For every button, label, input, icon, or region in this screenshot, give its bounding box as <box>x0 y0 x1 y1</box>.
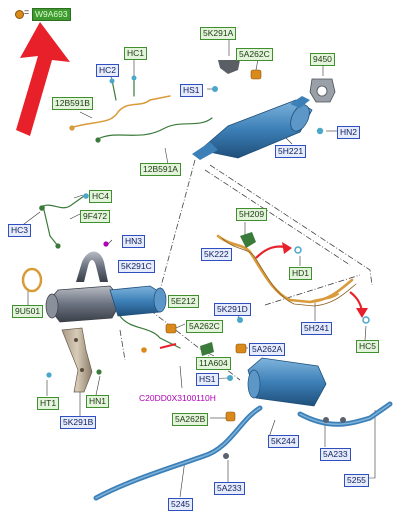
callout-hc3[interactable]: HC3 <box>8 224 32 237</box>
callout-hc2[interactable]: HC2 <box>96 64 120 77</box>
callout-5245[interactable]: 5245 <box>168 498 193 511</box>
callout-5255[interactable]: 5255 <box>344 474 369 487</box>
callout-hn1[interactable]: HN1 <box>86 395 110 408</box>
turbo-clamp <box>21 267 43 293</box>
callout-ht1[interactable]: HT1 <box>37 397 60 410</box>
callout-5a262a[interactable]: 5A262A <box>249 343 286 356</box>
callout-9450[interactable]: 9450 <box>310 53 335 66</box>
callout-5k291b[interactable]: 5K291B <box>60 416 97 429</box>
callout-5h241[interactable]: 5H241 <box>301 322 333 335</box>
callout-hc4[interactable]: HC4 <box>89 190 113 203</box>
callout-5a233-bottom[interactable]: 5A233 <box>214 482 245 495</box>
callout-hn2[interactable]: HN2 <box>337 126 361 139</box>
rear-pipes <box>93 401 393 501</box>
legend-equals: = <box>24 7 30 17</box>
catalytic-converter <box>45 285 167 323</box>
callout-5a262c-top[interactable]: 5A262C <box>236 48 273 61</box>
callout-11a604[interactable]: 11A604 <box>196 357 231 370</box>
upper-sensors <box>69 75 137 143</box>
callout-12b591b[interactable]: 12B591B <box>52 97 93 110</box>
callout-12b591a[interactable]: 12B591A <box>140 163 181 176</box>
rear-hardware <box>223 411 346 459</box>
upper-hardware <box>212 60 336 135</box>
callout-hd1[interactable]: HD1 <box>289 267 313 280</box>
callout-hc5[interactable]: HC5 <box>356 340 380 353</box>
support-bracket <box>46 327 102 393</box>
callout-5h221[interactable]: 5H221 <box>275 145 307 158</box>
egr-tube <box>216 234 357 307</box>
callout-hs1-top[interactable]: HS1 <box>180 84 203 97</box>
middle-hardware <box>159 323 247 381</box>
callout-5a262b[interactable]: 5A262B <box>172 413 209 426</box>
callout-9u501[interactable]: 9U501 <box>12 305 44 318</box>
flow-arrowheads <box>282 242 368 318</box>
callout-5k222[interactable]: 5K222 <box>201 248 232 261</box>
reference-code: C20DD0X3100110H <box>139 393 216 403</box>
flow-arrows <box>255 245 364 315</box>
callout-5k291a[interactable]: 5K291A <box>200 27 237 40</box>
rear-muffler <box>247 357 327 407</box>
callout-hs1-mid[interactable]: HS1 <box>196 373 219 386</box>
callout-9f472[interactable]: 9F472 <box>80 210 111 223</box>
callout-5a233-right[interactable]: 5A233 <box>320 448 351 461</box>
legend-part-number: W9A693 <box>32 8 71 21</box>
callout-hc1-top[interactable]: HC1 <box>124 47 148 60</box>
connection-lines <box>119 159 373 381</box>
callout-5k244[interactable]: 5K244 <box>268 435 299 448</box>
callout-5h209[interactable]: 5H209 <box>236 208 268 221</box>
particulate-filter <box>192 96 313 160</box>
callout-5e212[interactable]: 5E212 <box>168 295 199 308</box>
callout-5k291d[interactable]: 5K291D <box>214 303 251 316</box>
heat-shield <box>76 251 108 282</box>
callout-5a262c-mid[interactable]: 5A262C <box>186 320 223 333</box>
pointer-arrow <box>16 22 70 136</box>
legend-dot-icon <box>15 10 24 19</box>
egr-hardware <box>237 232 370 324</box>
callout-hn3[interactable]: HN3 <box>122 235 146 248</box>
left-sensors <box>39 193 147 353</box>
callout-5k291c[interactable]: 5K291C <box>118 260 155 273</box>
